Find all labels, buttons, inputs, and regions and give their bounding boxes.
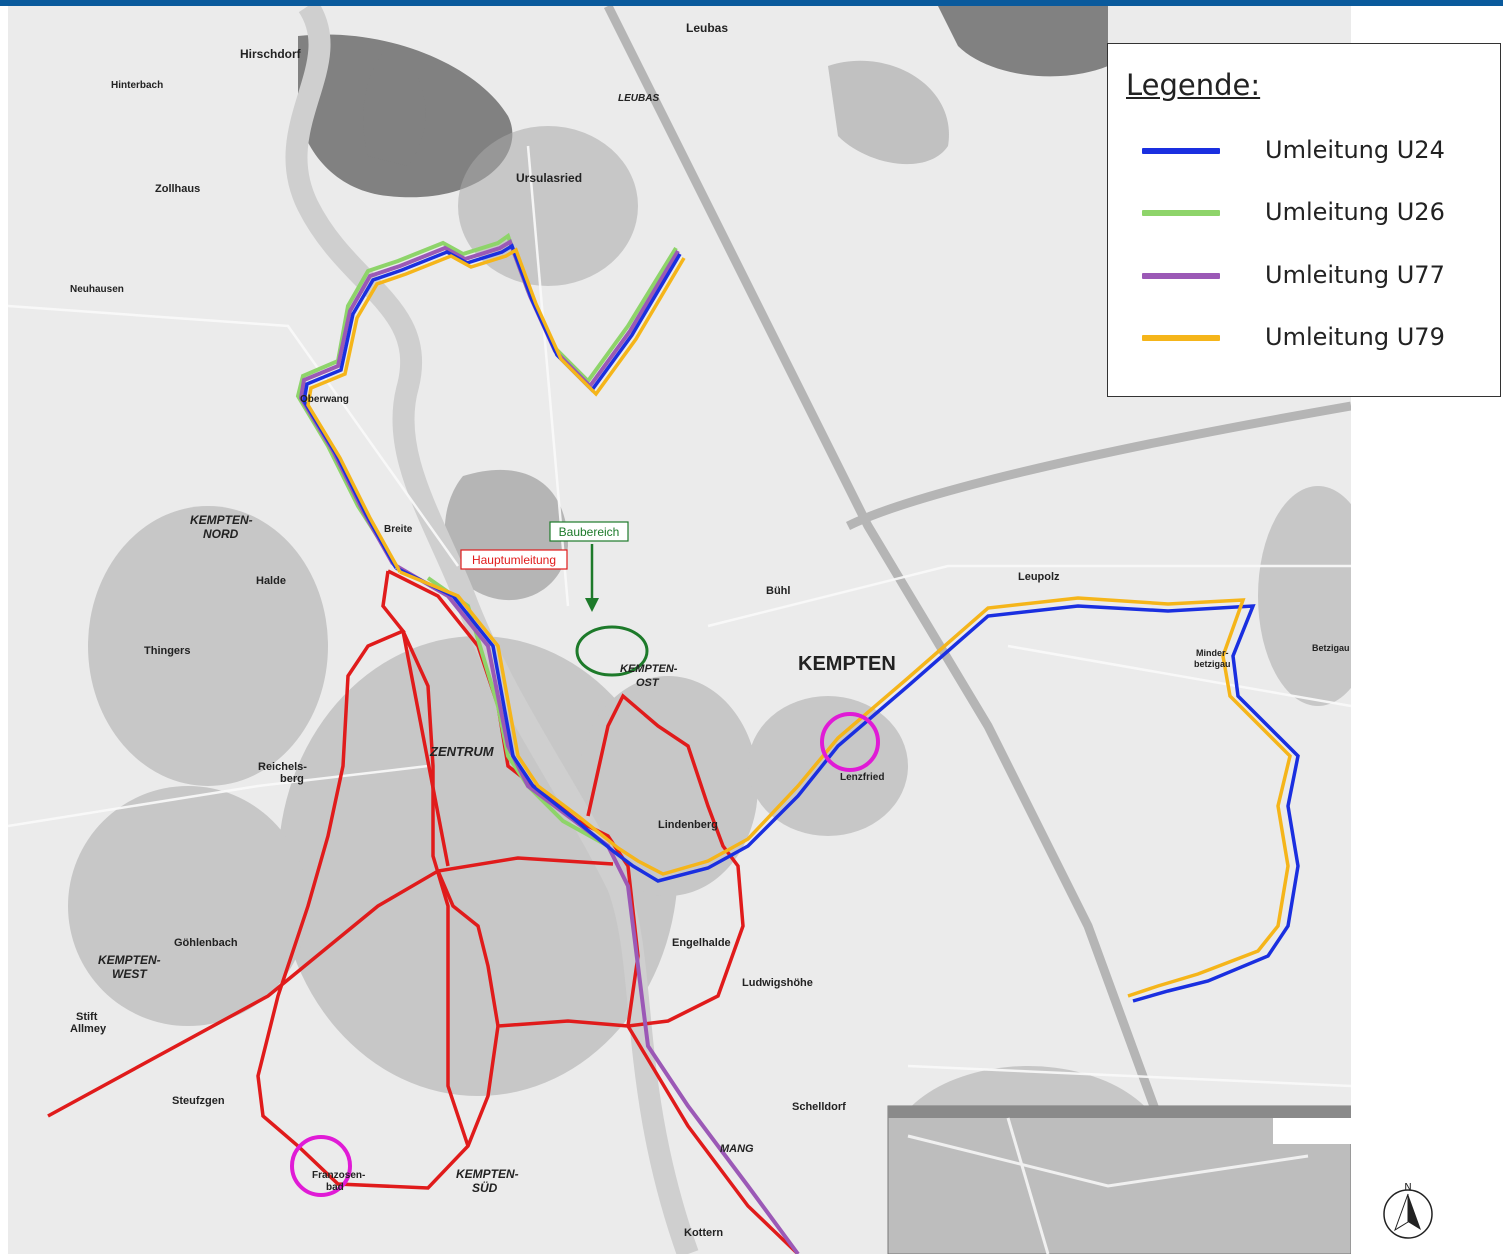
- legend-label-u77: Umleitung U77: [1265, 261, 1445, 289]
- label-zentrum: ZENTRUM: [429, 744, 495, 759]
- label-reichelsberg-1: Reichels-: [258, 761, 307, 773]
- detour-u79-line: [306, 247, 1292, 998]
- label-kempten-nord-1: KEMPTEN-: [190, 513, 253, 527]
- legend-swatch-u79: [1142, 335, 1220, 341]
- label-buehl: Bühl: [766, 585, 790, 597]
- legend-item-u26: Umleitung U26: [1142, 198, 1492, 228]
- river: [285, 6, 699, 1254]
- label-steufzgen: Steufzgen: [172, 1095, 225, 1107]
- hauptumleitung-annotation: Hauptumleitung: [460, 549, 568, 570]
- legend-swatch-u77: [1142, 273, 1220, 279]
- compass-north-label: N: [1404, 1182, 1411, 1193]
- label-kempten-sued-1: KEMPTEN-: [456, 1167, 519, 1181]
- label-zollhaus: Zollhaus: [155, 183, 200, 195]
- label-kempten-ost-2: OST: [636, 677, 660, 689]
- label-minderbetzigau-1: Minder-: [1196, 648, 1229, 658]
- label-hinterbach: Hinterbach: [111, 80, 163, 91]
- legend-item-u24: Umleitung U24: [1142, 136, 1492, 166]
- label-oberwang: Oberwang: [300, 394, 349, 405]
- label-hirschdorf: Hirschdorf: [240, 47, 302, 61]
- label-lindenberg: Lindenberg: [658, 819, 718, 831]
- label-reichelsberg-2: berg: [280, 773, 304, 785]
- label-halde: Halde: [256, 575, 286, 587]
- label-ursulasried: Ursulasried: [516, 171, 582, 185]
- hauptumleitung-label: Hauptumleitung: [472, 553, 556, 567]
- label-leupolz: Leupolz: [1018, 571, 1060, 583]
- baubereich-label: Baubereich: [559, 525, 620, 539]
- label-breite: Breite: [384, 524, 413, 535]
- hauptumleitung-routes: [47, 569, 800, 1254]
- label-kempten: KEMPTEN: [798, 653, 896, 675]
- label-kempten-ost-1: KEMPTEN-: [620, 663, 678, 675]
- legend-title: Legende:: [1126, 68, 1261, 102]
- map-legend: Legende: Umleitung U24 Umleitung U26 Uml…: [1107, 43, 1501, 397]
- legend-label-u26: Umleitung U26: [1265, 198, 1445, 226]
- label-kempten-sued-2: SÜD: [472, 1180, 498, 1195]
- label-neuhausen: Neuhausen: [70, 284, 124, 295]
- legend-swatch-u24: [1142, 148, 1220, 154]
- top-accent-bar: [0, 0, 1503, 6]
- legend-label-u79: Umleitung U79: [1265, 323, 1445, 351]
- forest-areas: [298, 6, 1108, 601]
- label-stift-allmey-1: Stift: [76, 1011, 98, 1023]
- label-ludwigshoehe: Ludwigshöhe: [742, 977, 813, 989]
- label-thingers: Thingers: [144, 645, 190, 657]
- label-kempten-west-2: WEST: [112, 967, 148, 981]
- label-leubas: Leubas: [686, 21, 728, 35]
- label-franzosenbad-2: bad: [326, 1182, 344, 1193]
- label-minderbetzigau-2: betzigau: [1194, 659, 1231, 669]
- baubereich-annotation: Baubereich: [549, 521, 629, 612]
- legend-label-u24: Umleitung U24: [1265, 136, 1445, 164]
- legend-item-u77: Umleitung U77: [1142, 261, 1492, 291]
- north-arrow-icon: N: [1381, 1180, 1435, 1240]
- label-kempten-west-1: KEMPTEN-: [98, 953, 161, 967]
- label-st-mang: MANG: [720, 1143, 754, 1155]
- label-stift-allmey-2: Allmey: [70, 1023, 107, 1035]
- label-leubas-caps: LEUBAS: [618, 93, 659, 104]
- inset-city-plan: [887, 1105, 1351, 1254]
- legend-swatch-u26: [1142, 210, 1220, 216]
- highways: [603, 6, 1351, 1254]
- marker-circle-lenzfried: [820, 712, 880, 772]
- label-kottern: Kottern: [684, 1227, 723, 1239]
- legend-item-u79: Umleitung U79: [1142, 323, 1492, 353]
- label-lenzfried: Lenzfried: [840, 772, 884, 783]
- marker-circle-franzosenbad: [290, 1135, 352, 1197]
- label-schelldorf: Schelldorf: [792, 1101, 846, 1113]
- label-franzosenbad-1: Franzosen-: [312, 1170, 365, 1181]
- label-betzigau: Betzigau: [1312, 643, 1350, 653]
- label-kempten-nord-2: NORD: [203, 527, 239, 541]
- label-engelhalde: Engelhalde: [672, 937, 731, 949]
- baubereich-circle: [575, 625, 649, 677]
- label-goehlenbach: Göhlenbach: [174, 937, 238, 949]
- place-labels: KEMPTEN ZENTRUM KEMPTEN- NORD KEMPTEN- W…: [70, 21, 1350, 1239]
